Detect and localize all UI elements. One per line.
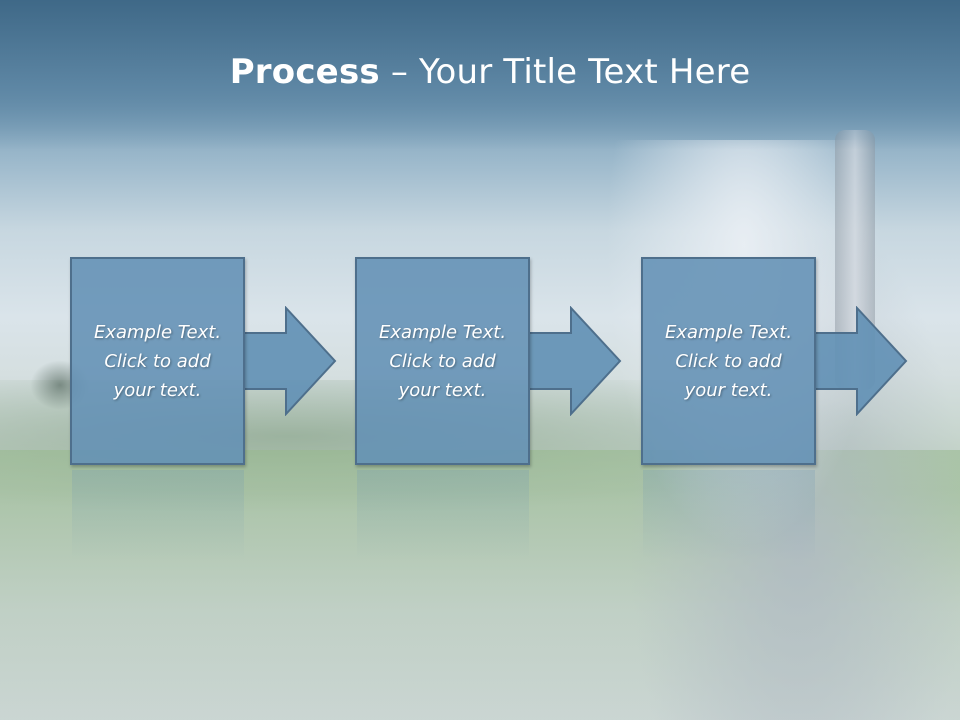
step-line: Click to add bbox=[675, 350, 782, 372]
step-reflection bbox=[357, 470, 529, 560]
step-reflection bbox=[643, 470, 815, 560]
right-arrow-icon bbox=[814, 306, 908, 416]
slide-title[interactable]: Process – Your Title Text Here bbox=[0, 52, 960, 92]
title-bold: Process bbox=[229, 52, 380, 92]
step-line: Example Text. bbox=[664, 321, 793, 343]
step-line: your text. bbox=[113, 379, 202, 401]
step-line: your text. bbox=[398, 379, 487, 401]
step-text: Example Text. Click to add your text. bbox=[73, 318, 243, 405]
step-text: Example Text. Click to add your text. bbox=[644, 318, 814, 405]
step-text: Example Text. Click to add your text. bbox=[358, 318, 528, 405]
process-step-2[interactable]: Example Text. Click to add your text. bbox=[355, 257, 530, 465]
step-line: your text. bbox=[684, 379, 773, 401]
step-line: Example Text. bbox=[93, 321, 222, 343]
step-line: Click to add bbox=[104, 350, 211, 372]
title-rest: – Your Title Text Here bbox=[379, 52, 751, 92]
step-reflection bbox=[72, 470, 244, 560]
step-line: Example Text. bbox=[378, 321, 507, 343]
right-arrow-icon bbox=[243, 306, 337, 416]
process-step-3[interactable]: Example Text. Click to add your text. bbox=[641, 257, 816, 465]
right-arrow-icon bbox=[528, 306, 622, 416]
title-bar bbox=[0, 0, 960, 150]
step-line: Click to add bbox=[389, 350, 496, 372]
process-step-1[interactable]: Example Text. Click to add your text. bbox=[70, 257, 245, 465]
